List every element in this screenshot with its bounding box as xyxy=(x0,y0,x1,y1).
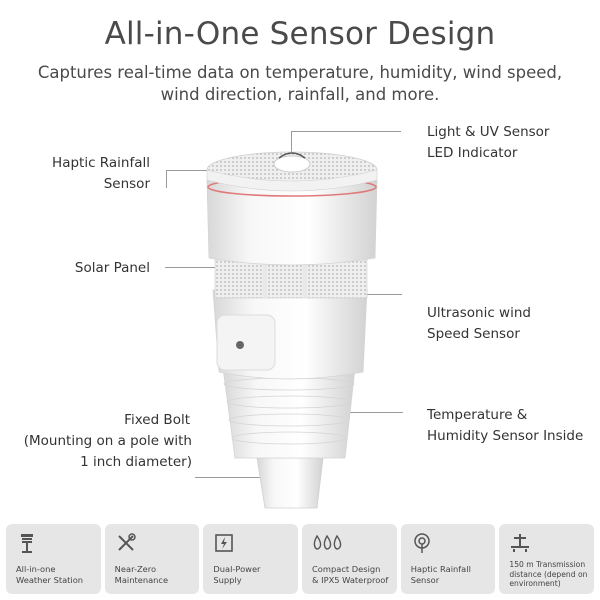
label-light-uv: Light & UV Sensor LED Indicator xyxy=(427,122,549,164)
sensor-device-illustration xyxy=(206,151,378,509)
leader-temperature xyxy=(335,412,403,413)
label-temp-line1: Temperature & xyxy=(427,407,528,423)
page-title: All-in-One Sensor Design xyxy=(104,16,496,52)
feature-text: Haptic Rainfall Sensor xyxy=(410,564,471,585)
feature-text: 150 m Transmission distance (depend on e… xyxy=(509,560,588,588)
feature-text: Near-Zero Maintenance xyxy=(114,564,169,585)
fins xyxy=(222,367,356,459)
subtitle-line-2: wind direction, rainfall, and more. xyxy=(160,85,440,104)
leader-haptic-v xyxy=(166,170,167,188)
leader-haptic-h xyxy=(166,170,228,171)
feature-tile-transmission: 150 m Transmission distance (depend on e… xyxy=(499,524,595,594)
feature-tile-rain-sensor: Haptic Rainfall Sensor xyxy=(400,524,496,594)
label-bolt-line1: Fixed Bolt xyxy=(124,412,190,428)
leader-light-uv-h xyxy=(291,131,401,132)
page-subtitle: Captures real-time data on temperature, … xyxy=(0,62,600,106)
dual-power-icon xyxy=(215,534,234,552)
feature-text: Compact Design & IPX5 Waterproof xyxy=(312,564,389,585)
feature-tile-maintenance: Near-Zero Maintenance xyxy=(104,524,200,594)
leader-bolt xyxy=(195,477,283,478)
feature-tile-weather-station: All-in-one Weather Station xyxy=(6,524,101,594)
label-solar-panel: Solar Panel xyxy=(74,260,150,276)
label-haptic-line2: Sensor xyxy=(103,176,150,192)
label-light-uv-line2: LED Indicator xyxy=(427,145,518,161)
feature-text: All-in-one Weather Station xyxy=(16,564,84,585)
transmission-icon xyxy=(511,534,530,552)
feature-tile-waterproof: Compact Design & IPX5 Waterproof xyxy=(302,524,397,594)
water-drops-icon xyxy=(313,534,342,550)
label-haptic-rainfall: Haptic Rainfall Sensor xyxy=(52,153,150,195)
label-bolt-line2: (Mounting on a pole with xyxy=(23,433,192,449)
label-haptic-line1: Haptic Rainfall xyxy=(52,155,150,171)
label-ultrasonic: Ultrasonic wind Speed Sensor xyxy=(427,303,531,345)
weather-station-icon xyxy=(21,534,33,553)
label-temperature: Temperature & Humidity Sensor Inside xyxy=(427,405,583,447)
label-ultrasonic-line1: Ultrasonic wind xyxy=(427,305,531,321)
leader-ultrasonic xyxy=(366,294,402,295)
leader-light-uv-v xyxy=(291,131,292,157)
label-ultrasonic-line2: Speed Sensor xyxy=(427,326,520,342)
feature-text: Dual-Power Supply xyxy=(213,564,261,585)
feature-tile-dual-power: Dual-Power Supply xyxy=(203,524,299,594)
label-bolt-line3: 1 inch diameter) xyxy=(80,454,192,470)
feature-strip: All-in-one Weather Station Near-Zero Mai… xyxy=(6,524,595,594)
label-light-uv-line1: Light & UV Sensor xyxy=(427,124,550,140)
tools-icon xyxy=(117,533,136,551)
label-temp-line2: Humidity Sensor Inside xyxy=(427,428,584,444)
leader-solar xyxy=(165,267,225,268)
label-fixed-bolt: Fixed Bolt (Mounting on a pole with 1 in… xyxy=(0,410,192,473)
subtitle-line-1: Captures real-time data on temperature, … xyxy=(37,63,563,82)
rain-sensor-icon xyxy=(413,533,430,553)
